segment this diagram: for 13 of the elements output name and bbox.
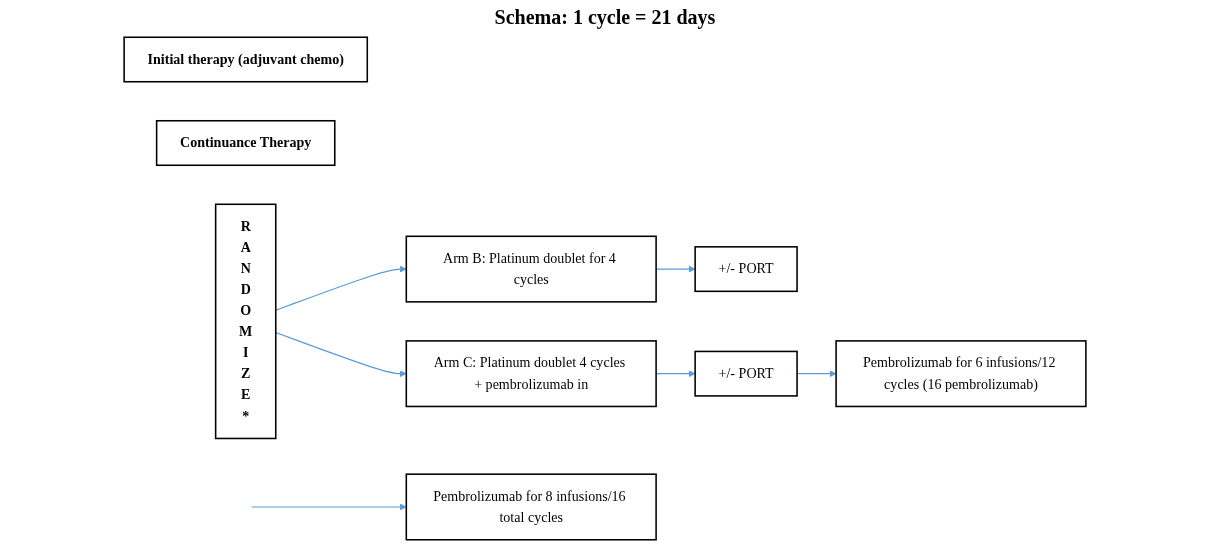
node-box: Pembrolizumab for 6 infusions/12 cycles (16 pembrolizumab) (835, 340, 1087, 408)
arrow (250, 503, 407, 511)
node-box: Initial therapy (adjuvant chemo) (123, 36, 369, 83)
node-box: Continuance Therapy (155, 120, 336, 167)
node-box: Pembrolizumab for 8 infusions/16 total cycles (405, 473, 657, 541)
diagram-title: Schema: 1 cycle = 21 days (493, 6, 717, 29)
node-box: R A N D O M I Z E * (214, 203, 277, 440)
node-box: +/- PORT (694, 350, 798, 397)
arrow (275, 265, 407, 311)
node-box: +/- PORT (694, 246, 798, 293)
node-box: Arm B: Platinum doublet for 4 cycles (405, 235, 657, 303)
arrow (275, 331, 407, 378)
node-box: Arm C: Platinum doublet 4 cycles + pembrolizumab in (405, 340, 657, 408)
